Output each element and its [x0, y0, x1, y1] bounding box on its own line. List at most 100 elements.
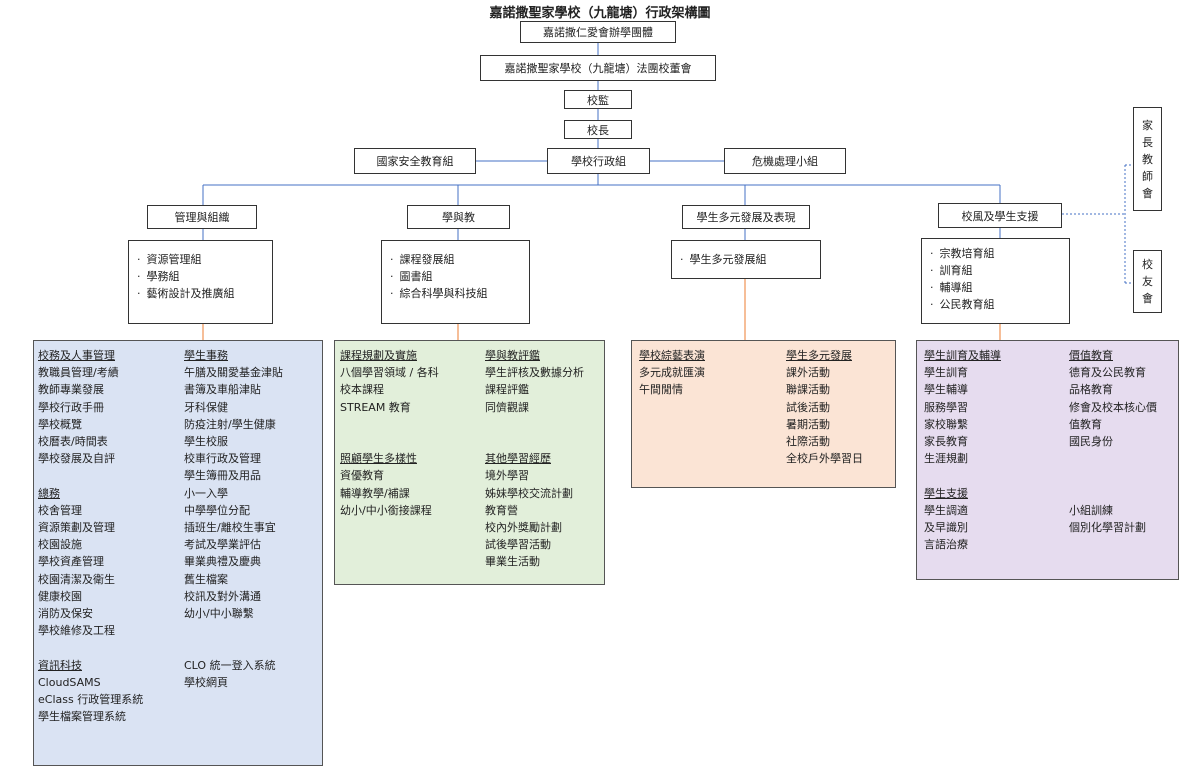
panel-item: 學生調適: [924, 503, 968, 517]
panel-item: 修會及校本核心價: [1069, 400, 1157, 414]
panel-item: 學生校服: [184, 435, 228, 449]
panel-item: 校曆表/時間表: [38, 435, 108, 449]
panel-item: 家長教育: [924, 435, 968, 449]
group-item: 宗教培育組: [930, 245, 1069, 262]
spacer: [184, 639, 283, 656]
panel-item: 教育營: [485, 503, 518, 517]
panel-item: 校訊及對外溝通: [184, 589, 261, 603]
alumni-char: 友: [1142, 275, 1153, 288]
spacer: [38, 467, 143, 484]
panel-item: 校園設施: [38, 538, 82, 552]
panel-item: 學校行政手冊: [38, 400, 104, 414]
panel-item: 學生訓育: [924, 366, 968, 380]
panel-item: 幼小/中小銜接課程: [340, 503, 432, 517]
panel-section-heading: 學生多元發展: [786, 349, 852, 362]
panel-item: 健康校園: [38, 589, 82, 603]
panel-item: 幼小/中小聯繫: [184, 607, 254, 621]
pta-char: 會: [1142, 186, 1153, 200]
panel-item: 學校概覽: [38, 417, 82, 431]
school-board-box: 嘉諾撒聖家學校（九龍塘）法團校董會: [480, 55, 716, 81]
spacer: [1069, 485, 1157, 502]
pta-char: 家: [1142, 118, 1153, 132]
panel-item: 學校發展及自評: [38, 452, 115, 466]
panel-item: 言語治療: [924, 538, 968, 552]
panel-item: 書簿及車船津貼: [184, 383, 261, 397]
panel-item: 輔導教學/補課: [340, 486, 410, 500]
branch-learning-teaching-box: 學與教: [407, 205, 510, 229]
panel-item: 舊生檔案: [184, 572, 228, 586]
panel-item: 服務學習: [924, 400, 968, 414]
panel-item: 午膳及關愛基金津貼: [184, 366, 283, 380]
group-item: 藝術設計及推廣組: [137, 285, 272, 302]
panel-section-heading: 學生訓育及輔導: [924, 349, 1001, 362]
chart-title: 嘉諾撒聖家學校（九龍塘）行政架構圖: [489, 6, 711, 21]
panel-item: 個別化學習計劃: [1069, 520, 1146, 534]
panel-section-heading: 學校綜藝表演: [639, 349, 705, 362]
spacer: [1069, 467, 1157, 484]
panel-item: 試後學習活動: [485, 538, 551, 552]
panel-item: 學生輔導: [924, 383, 968, 397]
group-item: 學生多元發展組: [680, 251, 820, 268]
panel-item: 校舍管理: [38, 503, 82, 517]
panel-item: STREAM 教育: [340, 400, 411, 414]
panel-item: 課外活動: [786, 366, 830, 380]
group-item: 圖書組: [390, 268, 529, 285]
sponsoring-body-box: 嘉諾撒仁愛會辦學團體: [520, 21, 676, 43]
panel-item: 及早識別: [924, 521, 968, 535]
panel-item: 值教育: [1069, 417, 1102, 431]
group-item: 課程發展組: [390, 251, 529, 268]
panel-item: 課程評鑑: [485, 383, 529, 397]
panel-item: 校本課程: [340, 383, 384, 397]
panel-item: 境外學習: [485, 469, 529, 483]
student-development-detail-panel: 學校綜藝表演多元成就匯演午間閒情 學生多元發展課外活動聯課活動試後活動暑期活動社…: [631, 340, 896, 488]
spacer: [924, 467, 1001, 484]
principal-box: 校長: [564, 120, 632, 139]
panel-item: 畢業生活動: [485, 555, 540, 569]
panel-section-heading: 校務及人事管理: [38, 349, 115, 362]
panel-section-heading: 資訊科技: [38, 658, 82, 672]
alumni-char: 會: [1142, 292, 1153, 305]
panel-item: 暑期活動: [786, 417, 830, 431]
pta-box: 家 長 教 師 會: [1133, 107, 1162, 211]
panel-item: 教師專業發展: [38, 383, 104, 397]
panel-section-heading: 照顧學生多樣性: [340, 452, 417, 466]
panel-section-heading: 價值教育: [1069, 349, 1113, 362]
panel-item: 插班生/離校生事宜: [184, 521, 276, 535]
panel-item: 資優教育: [340, 469, 384, 483]
panel-item: 畢業典禮及慶典: [184, 555, 261, 569]
panel-item: 中學學位分配: [184, 503, 250, 517]
spacer: [485, 416, 584, 433]
panel-item: 小一入學: [184, 486, 228, 500]
panel-item: 姊妹學校交流計劃: [485, 486, 573, 500]
panel-item: 學校資產管理: [38, 555, 104, 569]
panel-item: 午間閒情: [639, 383, 683, 397]
panel-item: 品格教育: [1069, 383, 1113, 397]
panel-item: 教職員管理/考績: [38, 366, 119, 380]
groups-student-development-box: 學生多元發展組: [671, 240, 821, 279]
panel-item: 學生簿冊及用品: [184, 469, 261, 483]
spacer: [184, 622, 283, 639]
panel-item: 校內外獎勵計劃: [485, 521, 562, 534]
panel-item: CLO 統一登入系統: [184, 658, 276, 672]
panel-item: 國民身份: [1069, 435, 1113, 449]
spacer: [1069, 450, 1157, 467]
branch-school-ethos-box: 校風及學生支援: [938, 203, 1062, 228]
spacer: [340, 433, 439, 450]
panel-item: eClass 行政管理系統: [38, 693, 144, 707]
panel-section-heading: 總務: [38, 486, 60, 500]
panel-item: 社際活動: [786, 435, 830, 449]
panel-item: 八個學習領域 / 各科: [340, 366, 439, 380]
crisis-team-box: 危機處理小組: [724, 148, 846, 174]
panel-item: 學校網頁: [184, 675, 228, 689]
panel-item: 消防及保安: [38, 607, 93, 621]
panel-item: 資源策劃及管理: [38, 521, 115, 535]
pta-char: 長: [1142, 135, 1153, 149]
school-ethos-detail-panel: 學生訓育及輔導學生訓育學生輔導服務學習家校聯繫家長教育生涯規劃學生支援學生調適及…: [916, 340, 1179, 580]
spacer: [340, 416, 439, 433]
panel-item: 校園清潔及衛生: [38, 572, 115, 586]
panel-item: 學生評核及數據分析: [485, 366, 584, 380]
panel-item: 同儕觀課: [485, 400, 529, 414]
panel-item: 家校聯繫: [924, 417, 968, 431]
